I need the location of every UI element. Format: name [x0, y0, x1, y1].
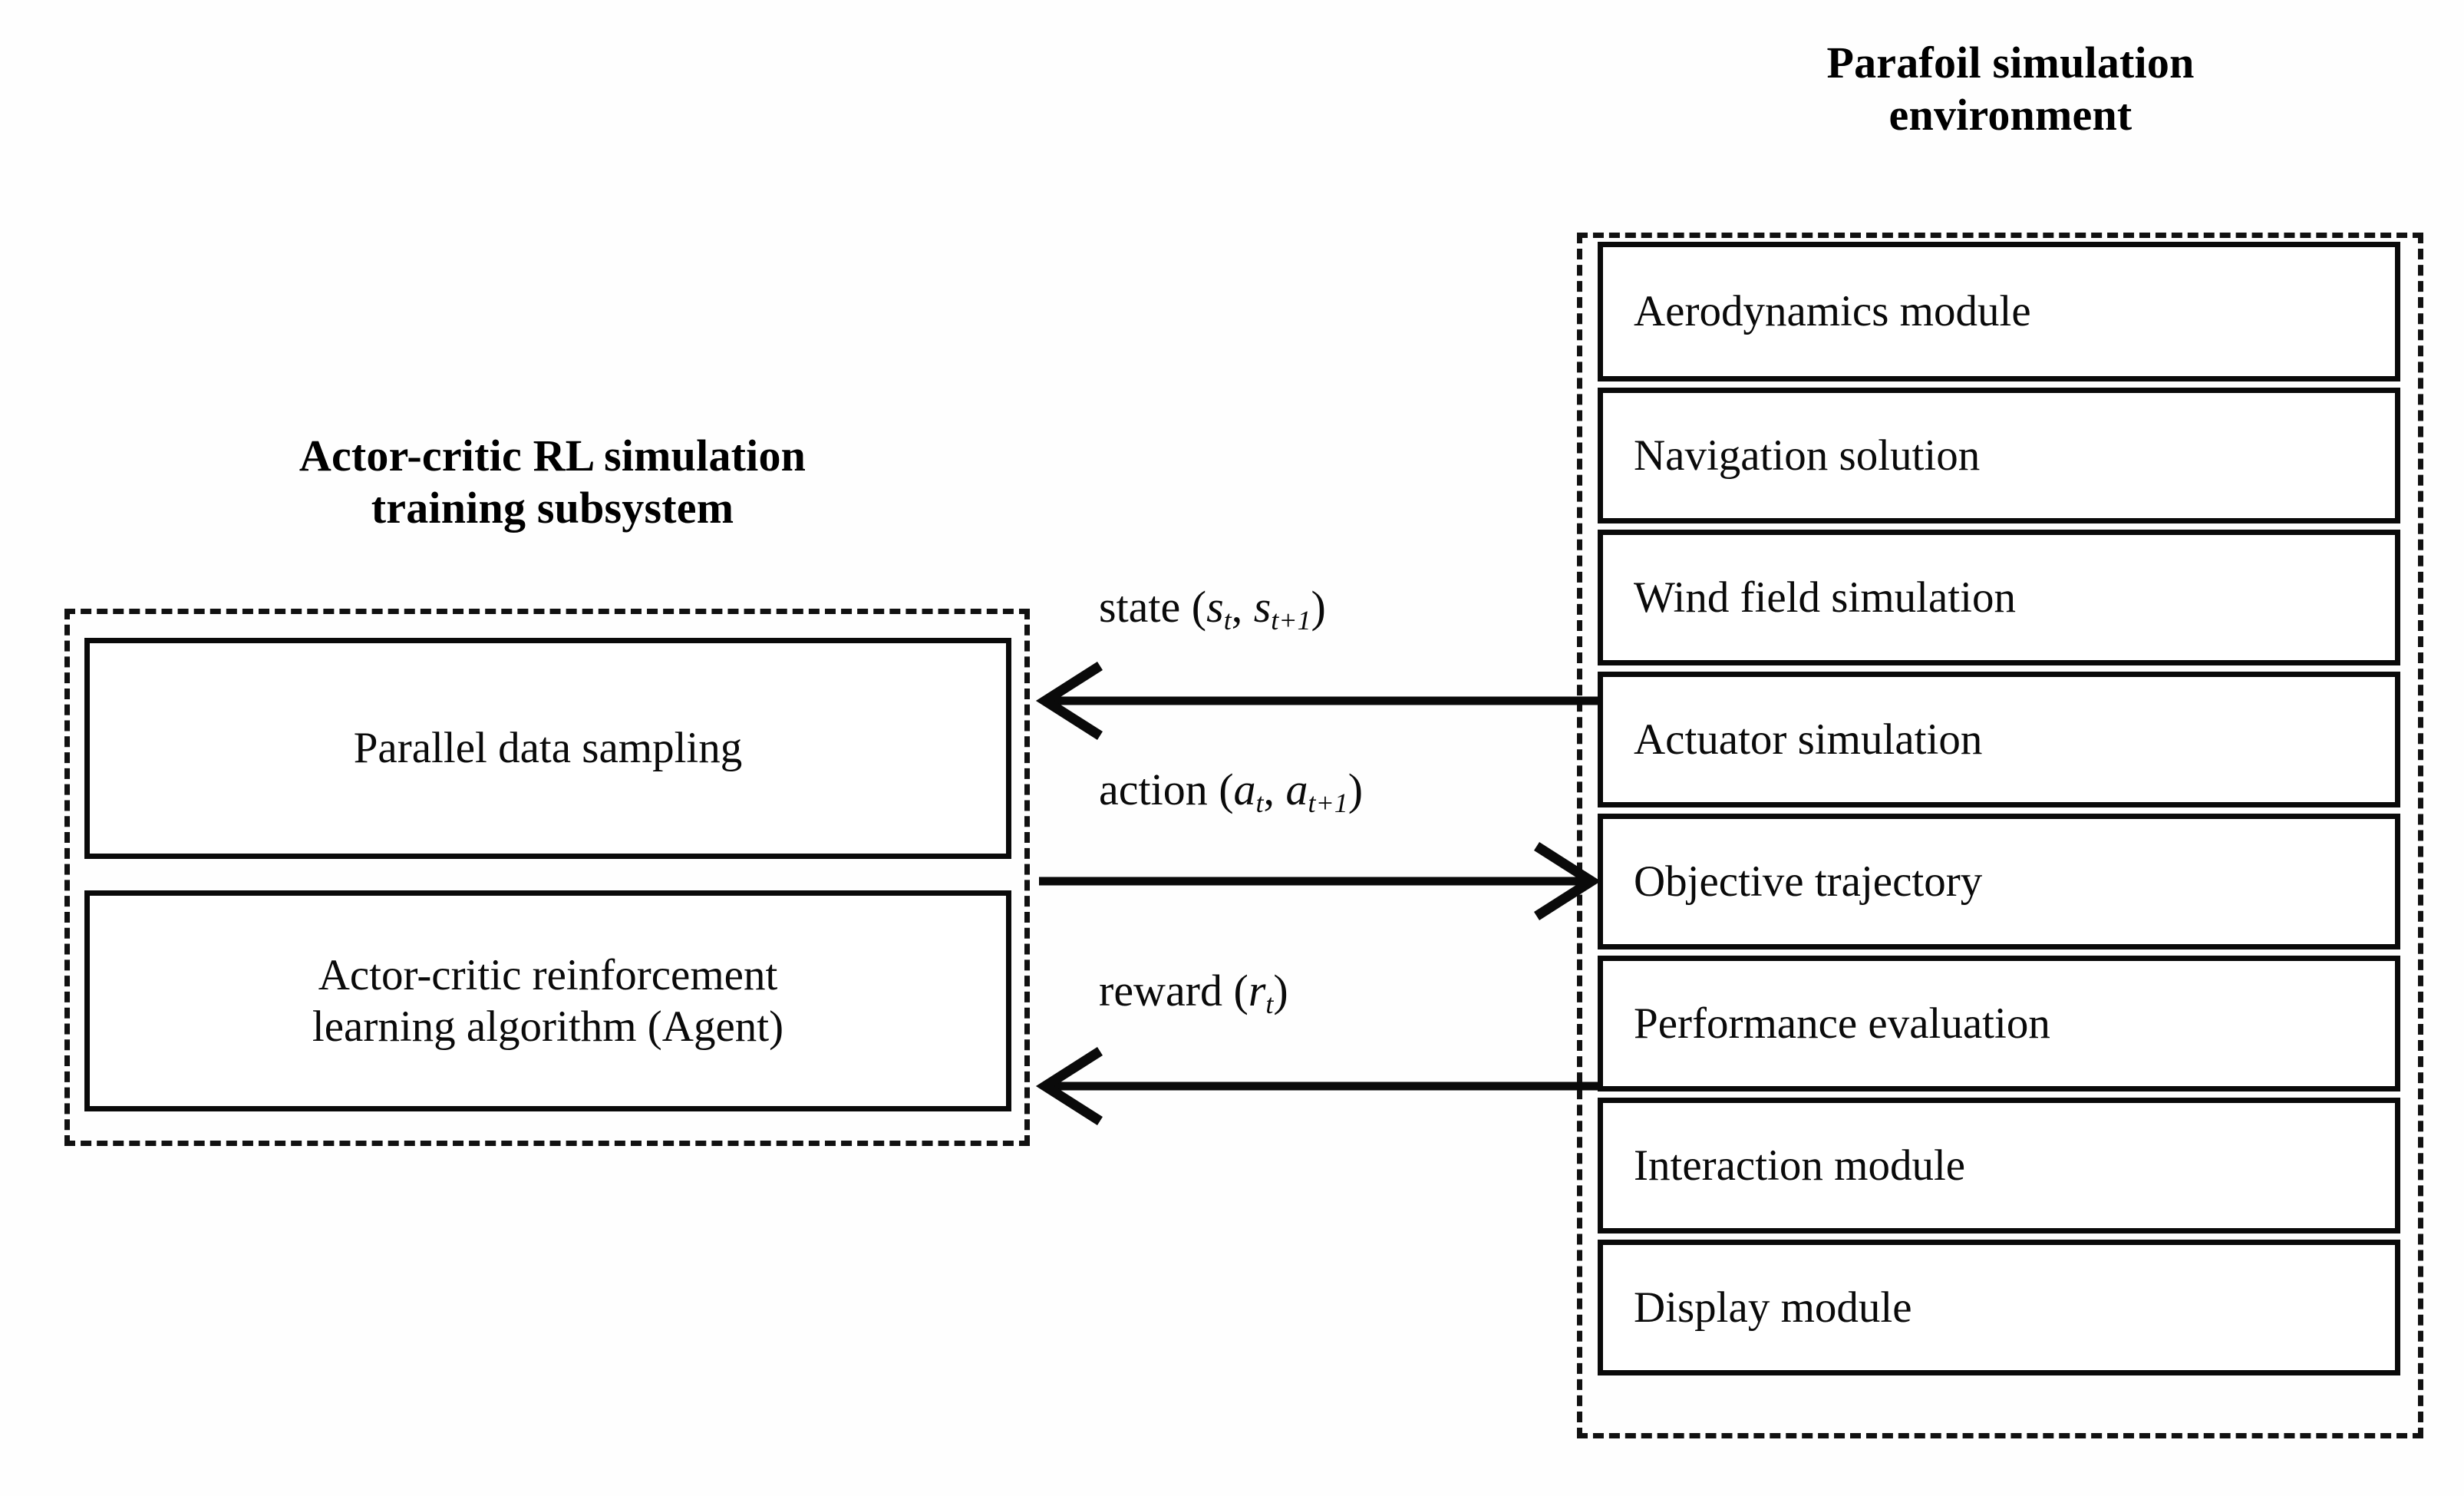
actor-critic-subsystem-group — [64, 609, 1030, 1146]
box-wind-field-simulation[interactable]: Wind field simulation — [1598, 530, 2400, 665]
box-objective-trajectory-label: Objective trajectory — [1634, 857, 1983, 906]
box-performance-evaluation-label: Performance evaluation — [1634, 999, 2050, 1048]
box-actuator-simulation[interactable]: Actuator simulation — [1598, 672, 2400, 807]
action-label-prefix: action ( — [1099, 765, 1234, 814]
box-display-module-label: Display module — [1634, 1283, 1912, 1332]
action-label-mid: , — [1263, 765, 1286, 814]
action-symbol-1: a — [1233, 765, 1256, 814]
box-navigation-solution[interactable]: Navigation solution — [1598, 388, 2400, 523]
state-symbol-2: s — [1253, 582, 1272, 632]
action-symbol-2: a — [1285, 765, 1308, 814]
box-objective-trajectory[interactable]: Objective trajectory — [1598, 814, 2400, 949]
state-arrow — [1028, 655, 1611, 747]
reward-symbol-1: r — [1248, 966, 1266, 1015]
box-actor-critic-agent-label: Actor-critic reinforcement learning algo… — [312, 950, 784, 1051]
state-subscript-1: t — [1223, 605, 1232, 636]
state-symbol-1: s — [1206, 582, 1224, 632]
box-parallel-data-sampling-label: Parallel data sampling — [353, 724, 743, 773]
box-navigation-solution-label: Navigation solution — [1634, 431, 1981, 480]
box-interaction-module-label: Interaction module — [1634, 1141, 1966, 1190]
state-arrow-label: state (st, st+1) — [1099, 582, 1326, 635]
state-label-prefix: state ( — [1099, 582, 1207, 632]
reward-arrow — [1028, 1040, 1611, 1132]
state-label-suffix: ) — [1311, 582, 1326, 632]
box-performance-evaluation[interactable]: Performance evaluation — [1598, 956, 2400, 1091]
reward-subscript-1: t — [1265, 989, 1274, 1020]
parafoil-environment-group — [1577, 233, 2423, 1438]
box-display-module[interactable]: Display module — [1598, 1240, 2400, 1375]
actor-critic-subsystem-title: Actor-critic RL simulation training subs… — [299, 431, 806, 533]
action-label-suffix: ) — [1347, 765, 1364, 814]
action-subscript-1: t — [1255, 788, 1264, 819]
action-arrow-label: action (at, at+1) — [1099, 765, 1364, 817]
reward-label-prefix: reward ( — [1099, 966, 1248, 1015]
action-subscript-2: t+1 — [1308, 788, 1348, 819]
box-parallel-data-sampling[interactable]: Parallel data sampling — [84, 638, 1011, 859]
box-interaction-module[interactable]: Interaction module — [1598, 1098, 2400, 1233]
box-aerodynamics-module-label: Aerodynamics module — [1634, 287, 2031, 336]
box-wind-field-simulation-label: Wind field simulation — [1634, 573, 2016, 622]
parafoil-environment-title: Parafoil simulation environment — [1826, 38, 2195, 140]
box-actor-critic-agent[interactable]: Actor-critic reinforcement learning algo… — [84, 890, 1011, 1111]
box-aerodynamics-module[interactable]: Aerodynamics module — [1598, 242, 2400, 381]
action-arrow — [1028, 835, 1611, 927]
reward-label-suffix: ) — [1273, 966, 1288, 1015]
box-actuator-simulation-label: Actuator simulation — [1634, 715, 1983, 764]
state-label-mid: , — [1231, 582, 1254, 632]
reward-arrow-label: reward (rt) — [1099, 966, 1288, 1019]
state-subscript-2: t+1 — [1271, 605, 1311, 636]
